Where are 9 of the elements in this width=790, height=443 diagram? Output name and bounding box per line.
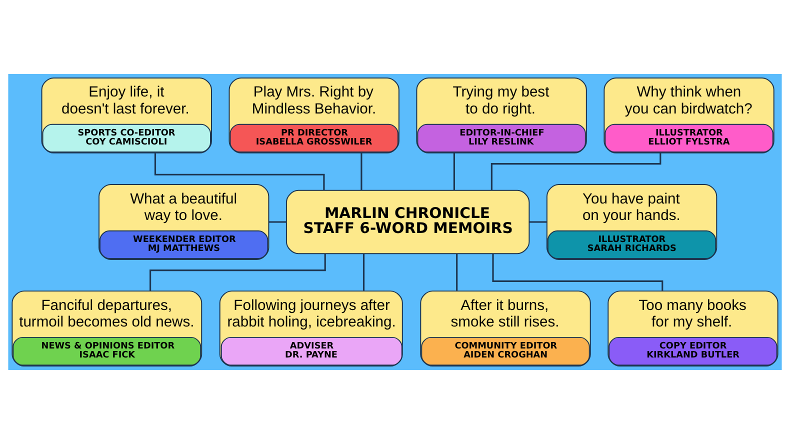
- connector: [453, 152, 455, 190]
- connector: [150, 253, 326, 291]
- connector: [362, 253, 365, 290]
- connector: [360, 152, 362, 190]
- connector: [529, 220, 547, 222]
- connector: [490, 152, 662, 190]
- connector: [492, 253, 664, 290]
- connector: [456, 253, 458, 290]
- connector: [268, 220, 286, 222]
